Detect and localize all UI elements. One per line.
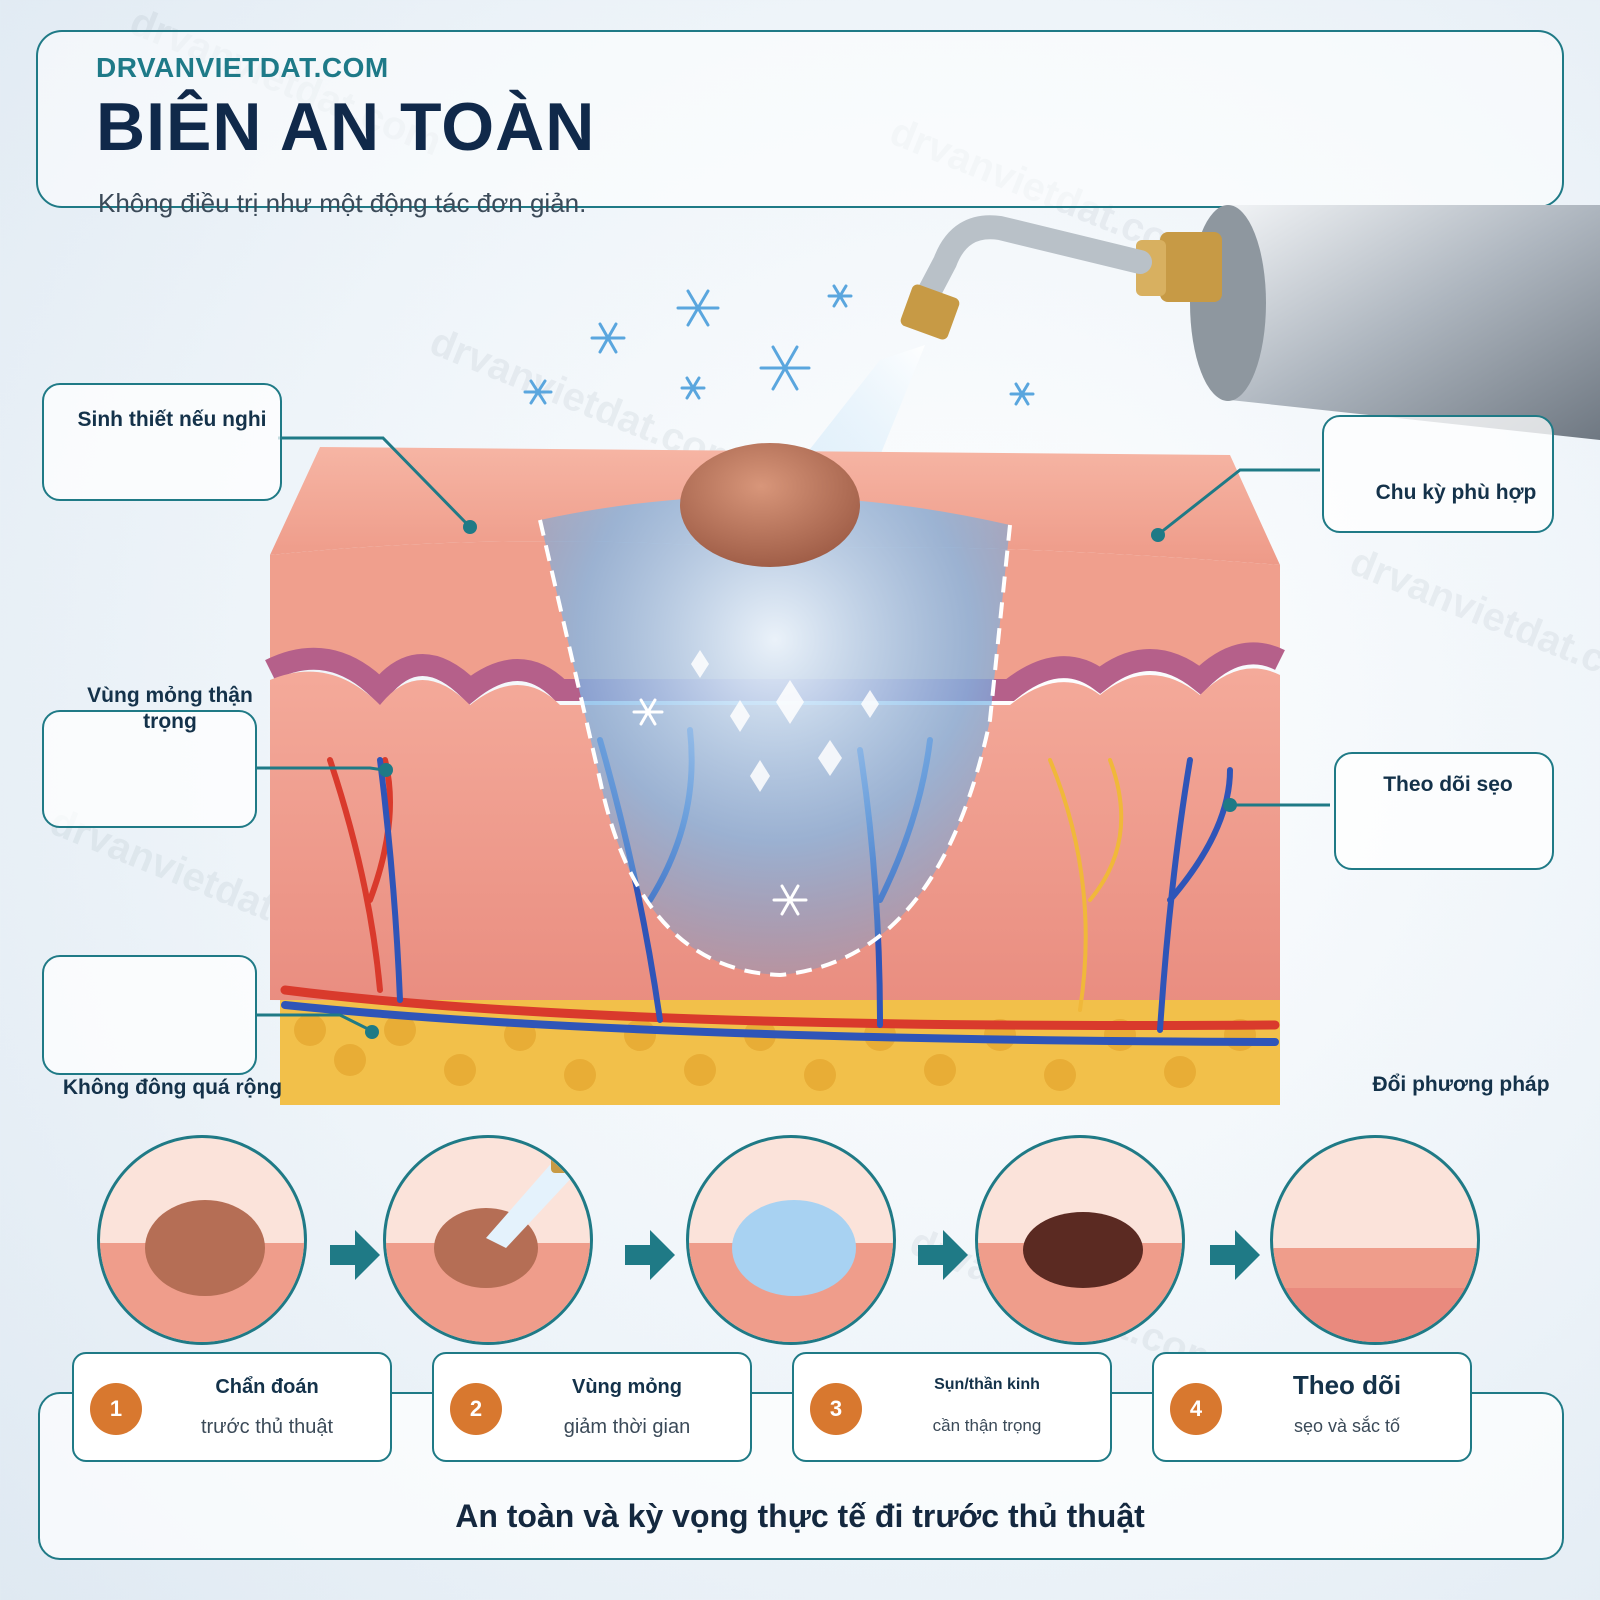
site-name: DRVANVIETDAT.COM [96, 52, 389, 83]
callout-cycle-label: Chu kỳ phù hợp [1375, 481, 1537, 504]
callout-biopsy-label: Sinh thiết nếu nghi [77, 408, 267, 431]
basement-membrane [265, 642, 1285, 707]
step-subtitle: sẹo và sắc tố [1293, 1416, 1401, 1436]
arrow-right-icon [625, 1230, 675, 1280]
callout-no-wide-freeze-label: Không đông quá rộng [62, 1076, 283, 1099]
callout-biopsy-box [42, 383, 282, 501]
step-title: Theo dõi [1292, 1370, 1402, 1400]
stage-spraying [383, 1135, 593, 1345]
step-subtitle: cần thận trọng [932, 1416, 1042, 1435]
page-subtitle: Không điều trị như một động tác đơn giản… [98, 188, 587, 218]
step-title: Vùng mỏng [572, 1376, 682, 1398]
callout-cycle-box [1322, 415, 1554, 533]
callout-scar-watch-box [1334, 752, 1554, 870]
step-title: Chẩn đoán [215, 1376, 319, 1398]
page-title: BIÊN AN TOÀN [96, 89, 596, 165]
step-card-2: 2 Vùng mỏng giảm thời gian [432, 1352, 752, 1462]
step-card-4: 4 Theo dõi sẹo và sắc tố [1152, 1352, 1472, 1462]
snowflake-icons [523, 284, 1035, 916]
callout-no-wide-freeze-box [42, 955, 257, 1075]
footer-message: An toàn và kỳ vọng thực tế đi trước thủ … [455, 1498, 1145, 1534]
ice-crystals [691, 650, 879, 792]
step-subtitle: trước thủ thuật [200, 1416, 334, 1438]
frozen-zone [540, 496, 1010, 975]
header-panel [36, 30, 1564, 208]
arrow-right-icon [1210, 1230, 1260, 1280]
step-number-badge: 2 [450, 1383, 502, 1435]
step-subtitle: giảm thời gian [563, 1416, 691, 1438]
callout-thin-zone-label: Vùng mỏng thận trọng [87, 684, 253, 733]
step-number-badge: 1 [90, 1383, 142, 1435]
arrow-right-icon [330, 1230, 380, 1280]
step-title: Sụn/thần kinh [934, 1376, 1040, 1393]
arrow-right-icon [918, 1230, 968, 1280]
step-number-badge: 4 [1170, 1383, 1222, 1435]
callout-change-method-label: Đổi phương pháp [1372, 1073, 1550, 1096]
skin-lesion [680, 443, 860, 567]
callout-scar-watch-label: Theo dõi sẹo [1383, 773, 1513, 796]
callout-thin-zone-box [42, 710, 257, 828]
callout-anchor-dots [365, 520, 1237, 1039]
step-card-3: 3 Sụn/thần kinh cần thận trọng [792, 1352, 1112, 1462]
cryo-canister [900, 205, 1600, 440]
freeze-margin-outline [538, 519, 1012, 978]
step-number-badge: 3 [810, 1383, 862, 1435]
step-card-1: 1 Chẩn đoán trước thủ thuật [72, 1352, 392, 1462]
